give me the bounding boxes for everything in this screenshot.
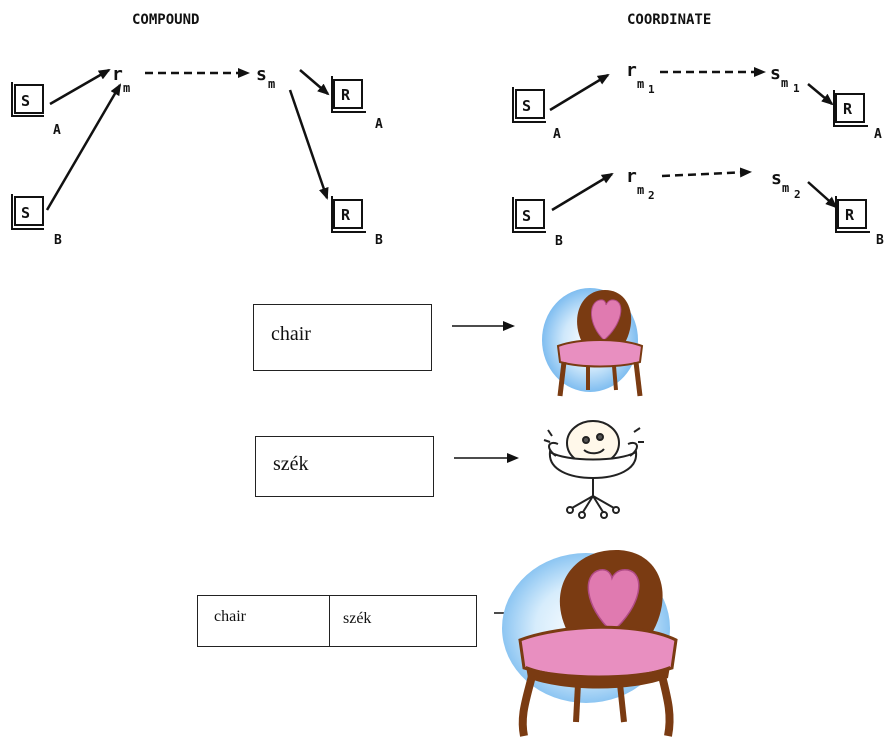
coordinate-rm1-idx: 1 xyxy=(648,83,655,96)
compound-response-b: R B xyxy=(331,196,383,248)
coordinate-sm1-idx: 1 xyxy=(793,82,800,95)
compound-sign-a-label: S xyxy=(21,92,30,110)
hungarian-word-box: szék xyxy=(255,436,434,497)
coordinate-sign-a-label: S xyxy=(522,97,531,115)
coordinate-response-b-label: R xyxy=(845,206,855,224)
coordinate-sm2: s xyxy=(771,168,782,189)
coordinate-title: COORDINATE xyxy=(627,12,711,28)
compound-sm-sub: m xyxy=(268,77,275,91)
compound-arrow-sa-rm xyxy=(49,68,111,106)
compound-sm: s xyxy=(256,64,267,85)
compound-arrow-sb-rm xyxy=(45,83,122,211)
coordinate-response-b-sub: B xyxy=(876,233,884,248)
coordinate-panel: COORDINATE S A S B r m 1 s m 1 r m 2 s m… xyxy=(512,12,884,249)
coordinate-response-b: R B xyxy=(835,196,884,248)
combined-english-label: chair xyxy=(214,608,246,625)
coordinate-sm2-sub: m xyxy=(782,181,789,195)
coordinate-arrow-sm1-ra xyxy=(807,83,834,106)
compound-panel: COMPOUND S A S B r m s m R A xyxy=(11,12,383,248)
chair-picture-large xyxy=(502,550,678,737)
compound-rm: r xyxy=(112,64,123,85)
compound-sign-b-label: S xyxy=(21,204,30,222)
compound-response-b-label: R xyxy=(341,206,351,224)
compound-arrow-sm-ra xyxy=(299,69,330,96)
coordinate-sm1-sub: m xyxy=(781,76,788,90)
chair-picture-small xyxy=(542,288,644,397)
szek-cartoon-picture xyxy=(543,420,644,519)
compound-response-a-sub: A xyxy=(375,117,383,132)
combined-word-box-right: szék xyxy=(329,595,477,647)
compound-arrow-sm-rb xyxy=(288,89,329,200)
coordinate-sign-b-label: S xyxy=(522,207,531,225)
coordinate-sign-a-sub: A xyxy=(553,127,561,142)
compound-response-a-label: R xyxy=(341,86,351,104)
coordinate-arrow-sm2-rb xyxy=(807,181,838,209)
coordinate-rm1-sub: m xyxy=(637,77,644,91)
compound-sign-b: S B xyxy=(11,194,62,248)
coordinate-sign-b: S B xyxy=(512,197,563,249)
combined-word-box-left: chair xyxy=(197,595,330,647)
compound-response-b-sub: B xyxy=(375,233,383,248)
coordinate-arrow-rm2-sm2 xyxy=(661,167,752,178)
coordinate-arrow-sa-rm1 xyxy=(549,73,610,112)
compound-response-a: R A xyxy=(331,76,383,132)
coordinate-rm2: r xyxy=(626,166,637,187)
coordinate-sign-a: S A xyxy=(512,87,561,142)
coordinate-sign-b-sub: B xyxy=(555,234,563,249)
coordinate-response-a-label: R xyxy=(843,100,853,118)
compound-title: COMPOUND xyxy=(132,12,199,28)
coordinate-response-a-sub: A xyxy=(874,127,882,142)
coordinate-sm1: s xyxy=(770,63,781,84)
combined-hungarian-label: szék xyxy=(343,610,372,627)
coordinate-rm2-idx: 2 xyxy=(648,189,655,202)
english-word-label: chair xyxy=(271,323,311,345)
compound-sign-a: S A xyxy=(11,82,61,138)
coordinate-rm2-sub: m xyxy=(637,183,644,197)
english-word-box: chair xyxy=(253,304,432,371)
hungarian-word-label: szék xyxy=(273,453,309,475)
coordinate-rm1: r xyxy=(626,60,637,81)
coordinate-sm2-idx: 2 xyxy=(794,188,801,201)
compound-rm-sub: m xyxy=(123,81,130,95)
compound-sign-b-sub: B xyxy=(54,233,62,248)
coordinate-arrow-sb-rm2 xyxy=(551,172,614,212)
coordinate-response-a: R A xyxy=(833,90,882,142)
compound-sign-a-sub: A xyxy=(53,123,61,138)
